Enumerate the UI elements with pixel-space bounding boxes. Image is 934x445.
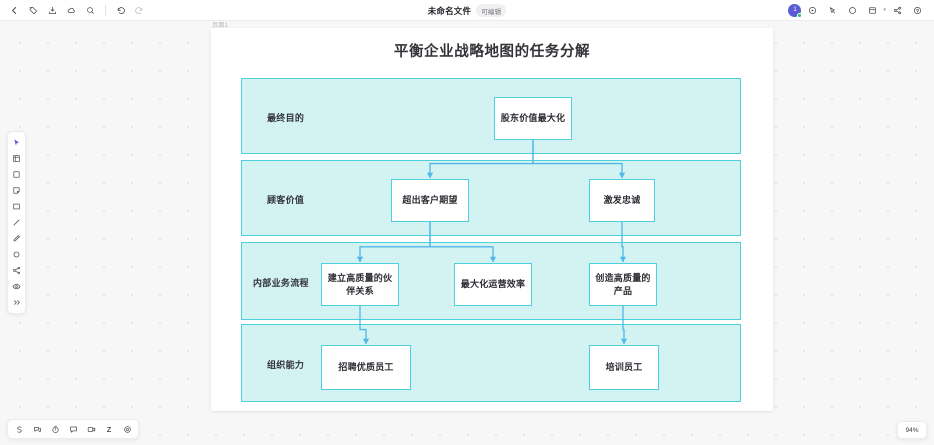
document-title[interactable]: 未命名文件: [428, 5, 472, 17]
pen-tool[interactable]: [9, 231, 24, 246]
undo-history-icon[interactable]: [12, 422, 26, 436]
search-icon[interactable]: [82, 2, 99, 19]
connector-n4-to-n7[interactable]: [360, 306, 366, 344]
document-permission-badge[interactable]: 可编辑: [476, 4, 506, 17]
redo-icon[interactable]: [131, 2, 148, 19]
bottom-toolbar: Z: [7, 419, 139, 439]
connector-layer: [211, 28, 773, 411]
view-eye-icon[interactable]: [9, 279, 24, 294]
history-icon[interactable]: [804, 2, 821, 19]
connector-tool[interactable]: [9, 263, 24, 278]
strategy-map-diagram: 最终目的顾客价值内部业务流程组织能力股东价值最大化超出客户期望激发忠诚建立高质量…: [211, 28, 773, 411]
undo-icon[interactable]: [112, 2, 129, 19]
shape-tool[interactable]: [9, 167, 24, 182]
diagram-node-n6[interactable]: 创造高质量的产品: [589, 263, 657, 306]
share-icon[interactable]: [889, 2, 906, 19]
present-circle-icon[interactable]: [844, 2, 861, 19]
sticky-note-tool[interactable]: [9, 183, 24, 198]
video-icon[interactable]: [84, 422, 98, 436]
line-tool[interactable]: [9, 215, 24, 230]
connector-n2-to-n5[interactable]: [430, 222, 493, 262]
connector-n1-to-n2[interactable]: [430, 140, 533, 178]
more-tools[interactable]: [9, 295, 24, 310]
zoom-level-indicator[interactable]: 94%: [897, 421, 927, 439]
top-toolbar-right: 1 ▾: [788, 2, 934, 19]
tool-rail: [7, 131, 26, 314]
zoom-level-value: 94%: [905, 427, 918, 434]
diagram-node-n4[interactable]: 建立高质量的伙伴关系: [321, 263, 399, 306]
pointer-icon[interactable]: [824, 2, 841, 19]
select-tool[interactable]: [9, 135, 24, 150]
connector-n1-to-n3[interactable]: [533, 140, 622, 178]
back-icon[interactable]: [6, 2, 23, 19]
diagram-node-n5[interactable]: 最大化运营效率: [454, 263, 532, 306]
connector-n3-to-n6[interactable]: [622, 222, 623, 262]
presence-dot: [797, 13, 802, 18]
diagram-node-n2[interactable]: 超出客户期望: [391, 179, 469, 222]
chevron-down-icon[interactable]: ▾: [883, 7, 886, 13]
diagram-node-n3[interactable]: 激发忠诚: [589, 179, 655, 222]
zoom-shortcut-icon[interactable]: Z: [102, 422, 116, 436]
rectangle-tool[interactable]: [9, 199, 24, 214]
frame-tool[interactable]: [9, 151, 24, 166]
diagram-node-n1[interactable]: 股东价值最大化: [494, 97, 572, 140]
board-sheet[interactable]: 平衡企业战略地图的任务分解 最终目的顾客价值内部业务流程组织能力股东价值最大化超…: [211, 28, 773, 411]
tag-icon[interactable]: [25, 2, 42, 19]
ellipse-tool[interactable]: [9, 247, 24, 262]
timer-icon[interactable]: [48, 422, 62, 436]
settings-gear-icon[interactable]: [120, 422, 134, 436]
help-icon[interactable]: [909, 2, 926, 19]
download-icon[interactable]: [44, 2, 61, 19]
layout-panel-icon[interactable]: [864, 2, 881, 19]
top-toolbar: 未命名文件 可编辑 1 ▾: [0, 0, 934, 21]
comments-icon[interactable]: [30, 422, 44, 436]
diagram-node-n8[interactable]: 培训员工: [589, 345, 659, 390]
avatar[interactable]: 1: [788, 4, 801, 17]
avatar-initial: 1: [793, 7, 796, 13]
toolbar-divider: [105, 5, 106, 16]
chat-icon[interactable]: [66, 422, 80, 436]
top-toolbar-left: [0, 2, 148, 19]
diagram-node-n7[interactable]: 招聘优质员工: [321, 345, 411, 390]
connector-n6-to-n8[interactable]: [623, 306, 624, 344]
cloud-icon[interactable]: [63, 2, 80, 19]
connector-n2-to-n4[interactable]: [360, 222, 430, 262]
